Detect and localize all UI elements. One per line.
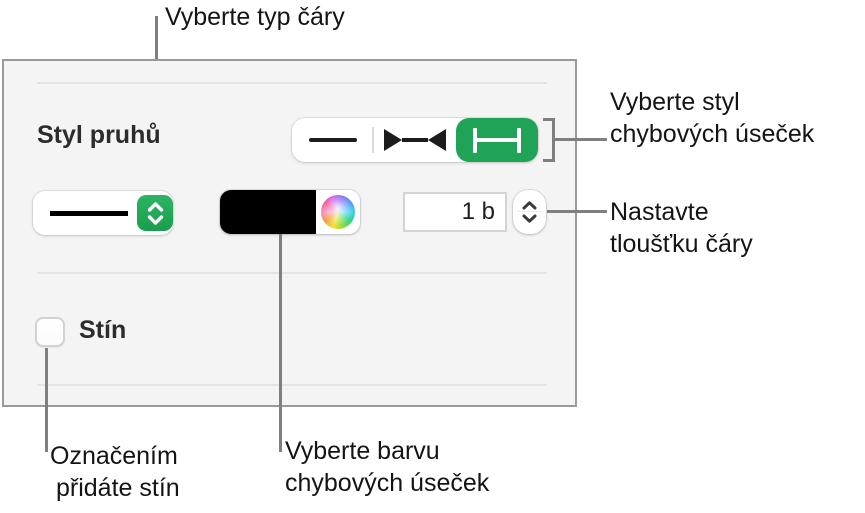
callout-line-type: Vyberte typ čáry bbox=[165, 3, 345, 31]
callout-error-bar-color-connector bbox=[279, 234, 282, 452]
error-bar-color-well[interactable] bbox=[220, 190, 360, 234]
segment-separator bbox=[372, 127, 374, 153]
shadow-label: Stín bbox=[79, 316, 127, 344]
popup-stepper[interactable] bbox=[137, 195, 173, 231]
callout-line: tloušťku čáry bbox=[610, 230, 753, 258]
callout-line: Vyberte barvu bbox=[285, 437, 440, 465]
color-swatch[interactable] bbox=[220, 190, 316, 234]
line-width-field[interactable]: 1 b bbox=[403, 192, 507, 232]
segment-plain-line[interactable] bbox=[292, 118, 374, 162]
divider-top bbox=[37, 82, 547, 84]
segment-capped-line[interactable] bbox=[456, 118, 538, 162]
callout-line: chybových úseček bbox=[610, 120, 815, 148]
callout-line: Označením bbox=[50, 442, 178, 470]
stepper-seam bbox=[517, 211, 542, 212]
callout-line: přidáte stín bbox=[56, 474, 180, 502]
arrowhead-caps-icon bbox=[384, 129, 446, 151]
line-sample-icon bbox=[50, 211, 128, 216]
capped-line-icon bbox=[473, 127, 521, 153]
callout-shadow-hint: Označením přidáte stín bbox=[50, 440, 180, 504]
error-bar-style-segmented-control bbox=[292, 118, 538, 162]
chevron-up-icon bbox=[147, 201, 163, 212]
segment-arrowhead-caps[interactable] bbox=[374, 118, 456, 162]
callout-error-bar-color: Vyberte barvu chybových úseček bbox=[285, 435, 489, 499]
callout-line: Nastavte bbox=[610, 198, 709, 226]
bars-style-label: Styl pruhů bbox=[37, 121, 161, 149]
callout-line: Vyberte styl bbox=[610, 88, 740, 116]
chevron-up-icon[interactable] bbox=[522, 201, 537, 210]
color-wheel-icon[interactable] bbox=[321, 195, 355, 229]
callout-line-thickness: Nastavte tloušťku čáry bbox=[610, 196, 753, 260]
callout-bracket bbox=[543, 118, 555, 162]
line-width-stepper[interactable] bbox=[513, 190, 546, 234]
chevron-down-icon[interactable] bbox=[522, 214, 537, 223]
callout-error-bar-style: Vyberte styl chybových úseček bbox=[610, 86, 814, 150]
callout-line: chybových úseček bbox=[285, 469, 490, 497]
shadow-checkbox[interactable] bbox=[35, 317, 65, 347]
line-type-popup[interactable] bbox=[33, 191, 173, 235]
divider-bottom bbox=[37, 384, 547, 386]
chevron-down-icon bbox=[147, 214, 163, 225]
callout-shadow-connector bbox=[45, 348, 48, 452]
plain-line-icon bbox=[309, 138, 357, 142]
line-width-value: 1 b bbox=[461, 198, 495, 225]
divider-middle bbox=[37, 272, 547, 274]
callout-line-thickness-connector bbox=[547, 210, 607, 213]
callout-error-bar-style-connector bbox=[555, 138, 607, 141]
